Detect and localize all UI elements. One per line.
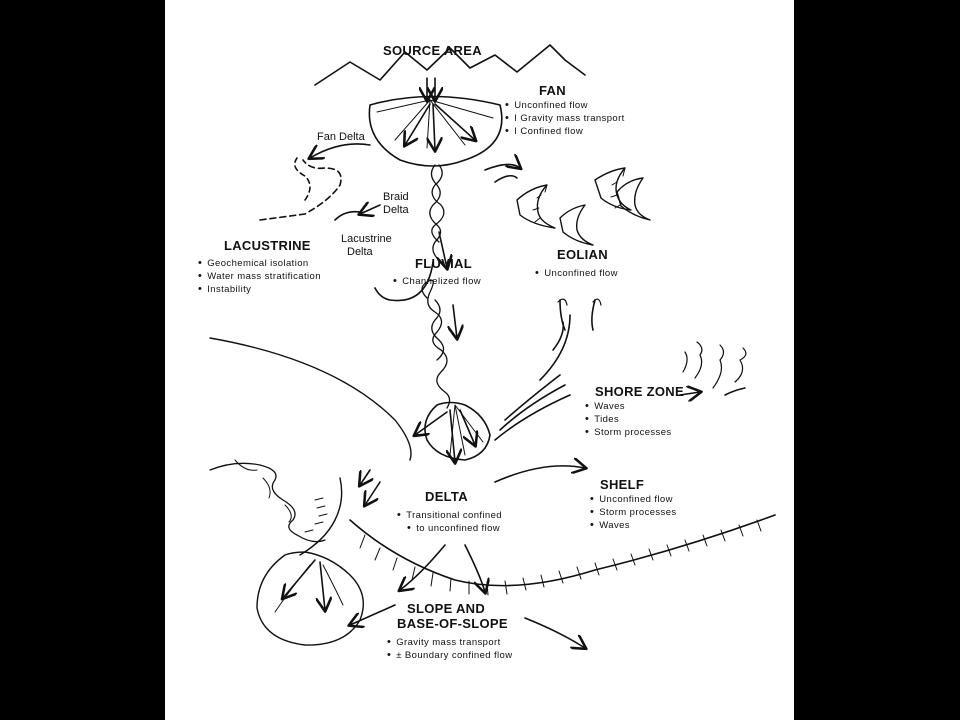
shore-zone-item: Storm processes xyxy=(585,426,674,439)
slope-item: ± Boundary confined flow xyxy=(387,649,512,662)
meandering-river xyxy=(421,279,451,409)
shelf-item: Unconfined flow xyxy=(590,493,677,506)
slope-title-line: SLOPE AND xyxy=(407,601,486,616)
fan-item: I Confined flow xyxy=(505,125,625,138)
lacustrine-delta-line: Delta xyxy=(347,245,373,258)
fan-delta-label: Fan Delta xyxy=(317,131,365,143)
fluvial-arrow xyxy=(453,304,457,338)
shore-zone-block: SHORE ZONE Waves Tides Storm processes xyxy=(585,384,683,439)
shelf-item: Storm processes xyxy=(590,506,677,519)
shore-zone-item: Tides xyxy=(585,413,674,426)
lacustrine-block: LACUSTRINE Geochemical isolation Water m… xyxy=(198,238,321,296)
lacustrine-title: LACUSTRINE xyxy=(224,238,311,253)
fan-title: FAN xyxy=(539,83,566,98)
canyon-arrow xyxy=(365,481,381,505)
slope-arrow xyxy=(464,544,485,592)
fan-arrow xyxy=(433,103,435,150)
base-of-slope-arrow xyxy=(350,604,396,625)
braid-delta-block: Braid Delta xyxy=(383,191,409,216)
lake-shoreline xyxy=(259,159,342,221)
delta-arrow xyxy=(459,409,475,445)
submarine-fan-arrow xyxy=(320,561,325,610)
braid-delta-line: Delta xyxy=(383,203,409,216)
basin-outline xyxy=(209,337,412,461)
shore-zone-item: Waves xyxy=(585,400,674,413)
slope-block: SLOPE AND BASE-OF-SLOPE Gravity mass tra… xyxy=(387,601,512,662)
wind-arrow xyxy=(484,164,520,171)
shelf-arrow xyxy=(494,466,585,483)
slope-title-line: BASE-OF-SLOPE xyxy=(397,615,508,631)
eolian-dune xyxy=(516,184,556,229)
fluvial-title: FLUVIAL xyxy=(415,256,472,271)
eolian-dune xyxy=(616,177,651,221)
eolian-to-shore xyxy=(539,314,571,381)
delta-line: Transitional confined xyxy=(397,509,502,522)
delta-lobe xyxy=(424,401,491,461)
shelf-item: Waves xyxy=(590,519,677,532)
fan-block: FAN Unconfined flow I Gravity mass trans… xyxy=(505,83,625,138)
delta-arrow xyxy=(415,411,448,435)
eolian-block: EOLIAN Unconfined flow xyxy=(535,247,618,280)
shelf-edge-coast xyxy=(209,462,326,543)
eolian-dune xyxy=(559,204,594,246)
braid-delta-line: Braid xyxy=(383,191,409,203)
shore-zone-title: SHORE ZONE xyxy=(595,384,684,399)
shore-vegetation xyxy=(682,341,747,389)
eolian-title: EOLIAN xyxy=(557,247,608,262)
canyon xyxy=(299,477,343,556)
delta-arrow xyxy=(450,409,455,462)
lacustrine-item: Instability xyxy=(198,283,321,296)
delta-title: DELTA xyxy=(425,489,468,504)
shelf-title: SHELF xyxy=(600,477,645,492)
diagram-slide: SOURCE AREA FAN Unconfined flow I Gravit… xyxy=(165,0,794,720)
lacustrine-item: Geochemical isolation xyxy=(198,257,321,270)
eolian-to-shore xyxy=(552,321,565,351)
shelf-block: SHELF Unconfined flow Storm processes Wa… xyxy=(590,477,677,532)
braid-delta-arrow xyxy=(360,205,381,214)
lacustrine-delta-block: Lacustrine Delta xyxy=(341,233,392,258)
lacustrine-item: Water mass stratification xyxy=(198,270,321,283)
slope-item: Gravity mass transport xyxy=(387,636,512,649)
source-area-label: SOURCE AREA xyxy=(383,43,482,58)
canyon-arrow xyxy=(360,469,370,485)
deep-arrow xyxy=(524,617,585,648)
lacustrine-delta-line: Lacustrine xyxy=(341,233,392,245)
mountain-ridge xyxy=(314,44,586,86)
braided-channel xyxy=(429,164,442,259)
fan-arrow xyxy=(405,103,431,145)
eolian-item: Unconfined flow xyxy=(535,267,618,280)
shore-arrow xyxy=(494,394,571,441)
shore-arrow xyxy=(679,392,700,395)
fluvial-item: Channelized flow xyxy=(393,275,481,288)
fan-body xyxy=(368,95,503,167)
fan-arrow xyxy=(434,103,475,140)
fluvial-block: FLUVIAL Channelized flow xyxy=(393,256,481,288)
fan-item: Unconfined flow xyxy=(505,99,625,112)
shelf-profile xyxy=(349,514,776,587)
fan-delta-arrow xyxy=(310,143,371,158)
fan-item: I Gravity mass transport xyxy=(505,112,625,125)
slope-arrow xyxy=(400,544,446,590)
fluvial-arrow xyxy=(439,231,447,268)
delta-line-2: to unconfined flow xyxy=(407,522,512,535)
delta-block: DELTA Transitional confined to unconfine… xyxy=(397,489,502,535)
eolian-dune xyxy=(594,167,632,211)
